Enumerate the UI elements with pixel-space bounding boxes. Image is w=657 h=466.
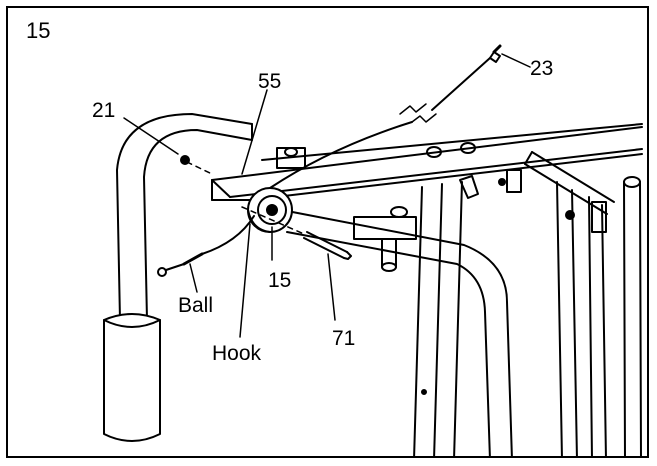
callout-21: 21 <box>92 100 115 121</box>
callout-23: 23 <box>530 58 553 79</box>
callout-hook: Hook <box>212 343 261 364</box>
callout-71: 71 <box>332 328 355 349</box>
callout-15: 15 <box>268 270 291 291</box>
step-number: 15 <box>26 20 50 42</box>
callout-55: 55 <box>258 71 281 92</box>
foam-grip <box>104 314 160 441</box>
pulley-15 <box>248 188 292 232</box>
callout-ball: Ball <box>178 295 213 316</box>
left-upright <box>117 114 252 320</box>
diagram-frame: 15 21 55 23 15 71 Ball Hook <box>6 6 649 458</box>
lower-frame <box>282 182 512 458</box>
right-frame-assembly <box>499 152 641 458</box>
